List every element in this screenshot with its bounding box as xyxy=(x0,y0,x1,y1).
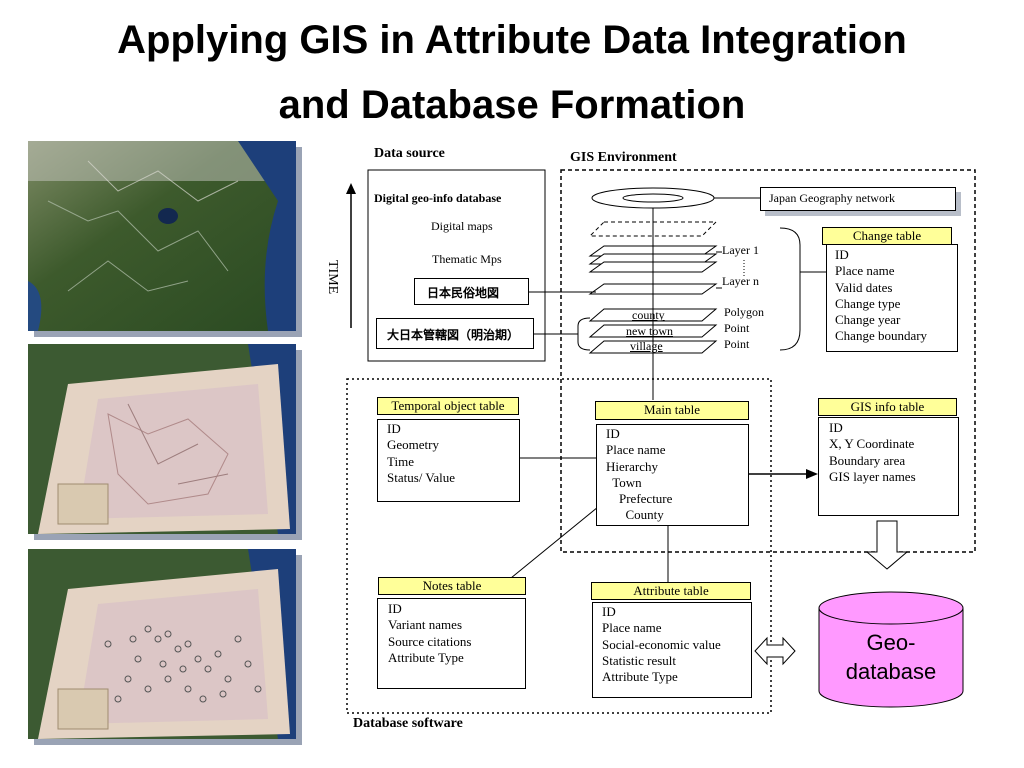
new-town-label: new town xyxy=(626,324,673,338)
table-field: Change year xyxy=(835,312,901,328)
polygon-label: Polygon xyxy=(724,305,765,319)
digital-geo-info-database-label: Digital geo-info database xyxy=(374,191,502,205)
table-field: Valid dates xyxy=(835,279,893,295)
table-field: X, Y Coordinate xyxy=(829,436,915,452)
table-field: Source citations xyxy=(388,633,472,649)
table-field: ID xyxy=(835,247,849,262)
table-field: Geometry xyxy=(387,437,439,453)
table-field: ID xyxy=(388,601,402,616)
thematic-maps-label: Thematic Mps xyxy=(432,252,502,266)
geo-database-label-line2: database xyxy=(845,659,937,684)
japan-geography-network-label: Japan Geography network xyxy=(769,191,895,205)
gis-environment-label: GIS Environment xyxy=(570,150,677,165)
table-field: Time xyxy=(387,453,414,469)
slide-title-line2: and Database Formation xyxy=(278,83,746,127)
database-software-label: Database software xyxy=(353,716,463,731)
table-field: Status/ Value xyxy=(387,469,456,485)
japanese-jurisdiction-map-box: 大日本管轄図（明治期） xyxy=(376,318,534,349)
table-field: County xyxy=(606,507,664,523)
data-source-label: Data source xyxy=(374,146,445,161)
point-label-1: Point xyxy=(724,321,750,335)
time-axis-label: TIME xyxy=(325,260,340,295)
point-label-2: Point xyxy=(724,337,750,351)
geo-database-label-line1: Geo- xyxy=(866,630,916,655)
slide-title-line1: Applying GIS in Attribute Data Integrati… xyxy=(117,18,907,62)
japanese-folk-map-label: 日本民俗地図 xyxy=(427,286,500,300)
table-field: Attribute Type xyxy=(388,649,464,665)
japanese-jurisdiction-map-label: 大日本管轄図（明治期） xyxy=(387,328,520,342)
table-field: ID xyxy=(602,604,616,619)
historical-map-overlay-image xyxy=(28,344,296,534)
japan-geography-network-box: Japan Geography network xyxy=(760,187,956,211)
table-field: Change type xyxy=(835,295,901,311)
table-field: Hierarchy xyxy=(606,458,658,474)
temporal-object-table-header: Temporal object table xyxy=(377,397,519,415)
attribute-table-header: Attribute table xyxy=(591,582,751,600)
layer-n-label: Layer n xyxy=(722,274,759,288)
table-field: GIS layer names xyxy=(829,468,916,484)
table-field: Boundary area xyxy=(829,452,906,468)
layer-1-label: Layer 1 xyxy=(722,243,759,257)
main-table-header: Main table xyxy=(595,401,749,420)
table-field: Place name xyxy=(602,620,662,636)
table-field: ID xyxy=(829,420,843,435)
gis-info-table-header: GIS info table xyxy=(818,398,957,416)
table-field: Attribute Type xyxy=(602,669,678,685)
japanese-folk-map-box: 日本民俗地図 xyxy=(414,278,529,305)
change-table-header: Change table xyxy=(822,227,952,245)
notes-table-header: Notes table xyxy=(378,577,526,595)
digital-maps-label: Digital maps xyxy=(431,219,493,233)
table-field: Town xyxy=(606,474,642,490)
table-field: Place name xyxy=(835,263,895,279)
table-field: Change boundary xyxy=(835,328,928,344)
table-field: Prefecture xyxy=(606,491,673,507)
table-field: Place name xyxy=(606,442,666,458)
table-field: Statistic result xyxy=(602,652,677,668)
table-field: ID xyxy=(606,426,620,441)
table-field: ID xyxy=(387,421,401,436)
satellite-terrain-image xyxy=(28,141,296,331)
village-label: village xyxy=(630,339,663,353)
table-field: Variant names xyxy=(388,617,463,633)
county-label: county xyxy=(632,308,665,322)
table-field: Social-economic value xyxy=(602,636,721,652)
historical-map-points-image xyxy=(28,549,296,739)
